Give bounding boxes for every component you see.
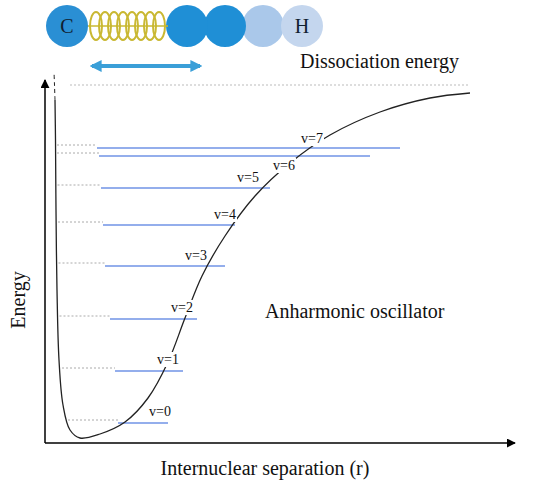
- level-guide: [58, 185, 102, 186]
- separation-axis: [45, 442, 515, 444]
- dissociation-line: [70, 85, 470, 86]
- level-label: v=4: [213, 207, 237, 222]
- level-label: v=7: [300, 131, 324, 146]
- energy-level: [115, 370, 183, 371]
- morse-curve: [55, 93, 470, 438]
- vibration-arrow: [92, 64, 200, 68]
- level-guide: [59, 263, 106, 264]
- level-guide: [60, 316, 111, 317]
- level-guide: [57, 153, 99, 154]
- level-label: v=1: [156, 352, 180, 367]
- level-label: v=0: [148, 404, 172, 419]
- energy-level: [118, 422, 168, 423]
- energy-level: [99, 155, 370, 156]
- level-label: v=3: [184, 248, 208, 263]
- atom-circle: [204, 5, 246, 47]
- carbon-atom: C: [46, 5, 88, 47]
- energy-levels: [97, 148, 400, 423]
- atom-circle: [166, 5, 208, 47]
- level-guides: [57, 145, 118, 420]
- atom-circle: [242, 5, 284, 47]
- level-guide: [62, 368, 115, 369]
- level-guide: [57, 145, 97, 146]
- spring: [86, 12, 168, 40]
- level-label: v=6: [272, 158, 296, 173]
- oscillator-label: Anharmonic oscillator: [265, 300, 444, 322]
- level-label: v=2: [170, 300, 194, 315]
- energy-axis: [44, 80, 46, 443]
- axis-title: Energy: [7, 271, 29, 328]
- morse-curve-wall: [54, 72, 55, 100]
- level-guide: [58, 222, 103, 223]
- energy-level: [103, 224, 235, 225]
- atom-symbol: H: [295, 15, 309, 38]
- level-label: v=5: [236, 170, 260, 185]
- axis-title: Internuclear separation (r): [161, 457, 370, 479]
- atom-symbol: C: [60, 15, 73, 38]
- energy-level: [101, 187, 270, 188]
- hydrogen-atom: H: [281, 5, 323, 47]
- dissociation-label: Dissociation energy: [300, 50, 459, 72]
- energy-level: [97, 147, 400, 148]
- level-guide: [68, 420, 118, 421]
- spring-axis: [86, 25, 168, 27]
- molecule: [86, 5, 284, 66]
